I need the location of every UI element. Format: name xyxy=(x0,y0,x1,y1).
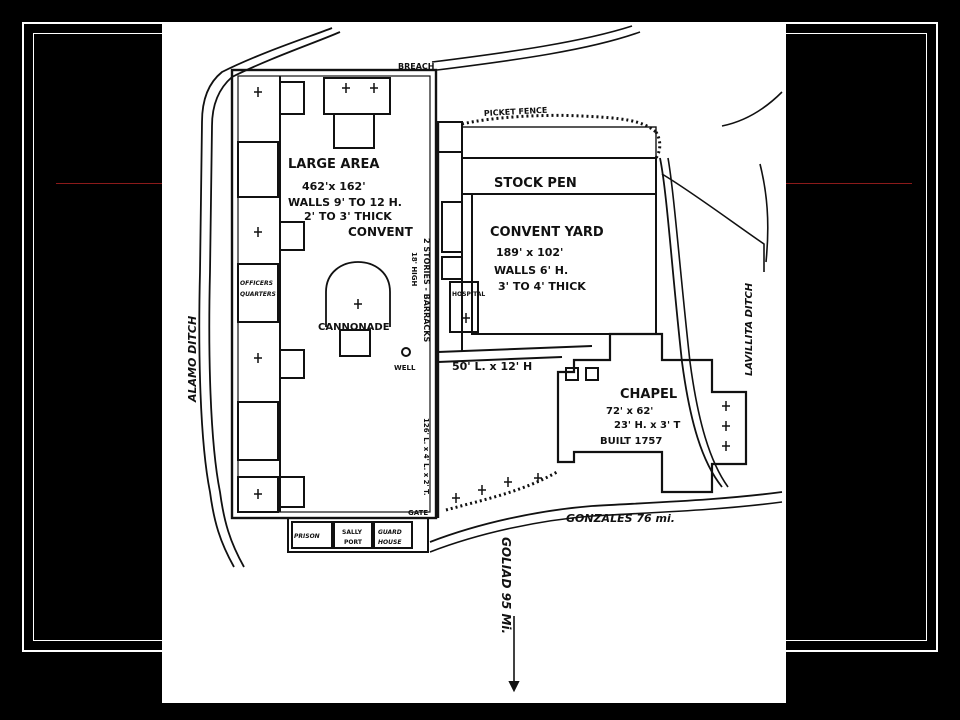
cannon-icon xyxy=(504,477,512,487)
prison-label: PRISON xyxy=(294,533,320,540)
large-area-label: LARGE AREA xyxy=(288,157,379,172)
alamo-map-drawing: BREACH PICKET FENCE LARGE AREA 462'x 162… xyxy=(186,25,783,693)
cannon-icon xyxy=(722,421,730,431)
stock-pen-label: STOCK PEN xyxy=(494,176,577,191)
cannon-icon xyxy=(478,485,486,495)
alamo-map-image: BREACH PICKET FENCE LARGE AREA 462'x 162… xyxy=(162,22,786,703)
wall-126-label: 126' L. x 4' L. x 2' T. xyxy=(422,418,430,495)
chapel-built: BUILT 1757 xyxy=(600,436,662,447)
chapel-label: CHAPEL xyxy=(620,387,677,402)
large-area-dims: 462'x 162' xyxy=(302,180,366,193)
chapel-walls: 23' H. x 3' T xyxy=(614,420,681,431)
convent-yard-thickness: 3' TO 4' THICK xyxy=(498,280,586,293)
picket-fence-label: PICKET FENCE xyxy=(484,106,548,118)
cannon-icon xyxy=(254,227,262,237)
cannon-icon xyxy=(254,489,262,499)
guard-house-label-2: HOUSE xyxy=(378,539,402,546)
cannon-icon xyxy=(254,353,262,363)
title-rule-left xyxy=(56,183,162,184)
large-area-walls: WALLS 9' TO 12 H. xyxy=(288,196,402,209)
breach-label: BREACH xyxy=(398,62,434,71)
officers-quarters-label-1: OFFICERS xyxy=(240,280,273,287)
cannon-icon xyxy=(254,87,262,97)
cannon-icon xyxy=(342,83,350,93)
convent-yard-dims: 189' x 102' xyxy=(496,246,563,259)
title-rule-right xyxy=(786,183,912,184)
convent-yard-label: CONVENT YARD xyxy=(490,225,604,240)
cannon-icon xyxy=(534,473,542,483)
cannon-icon xyxy=(370,83,378,93)
alamo-ditch-label: ALAMO DITCH xyxy=(186,316,199,403)
lavillita-ditch-label: LAVILLITA DITCH xyxy=(744,282,755,376)
cannon-icon xyxy=(722,441,730,451)
large-area-thickness: 2' TO 3' THICK xyxy=(304,210,392,223)
gate-label: GATE xyxy=(408,509,428,517)
wall-50-label: 50' L. x 12' H xyxy=(452,360,532,373)
long-barracks-height: 18' HIGH xyxy=(410,252,418,287)
convent-label: CONVENT xyxy=(348,225,414,239)
cannon-icon xyxy=(462,313,470,323)
cannon-icon xyxy=(452,493,460,503)
sally-port-label-2: PORT xyxy=(344,539,363,546)
gonzales-label: GONZALES 76 mi. xyxy=(566,512,675,525)
long-barracks-label: 2 STORIES - BARRACKS xyxy=(422,238,431,342)
cannon-icon xyxy=(354,299,362,309)
officers-quarters-label-2: QUARTERS xyxy=(240,291,276,298)
well-label: WELL xyxy=(394,364,416,372)
chapel-dims: 72' x 62' xyxy=(606,406,653,417)
convent-yard-walls: WALLS 6' H. xyxy=(494,264,568,277)
sally-port-label-1: SALLY xyxy=(342,529,363,536)
cannonade-label: CANNONADE xyxy=(318,322,390,333)
goliad-label: GOLIAD 95 Mi. xyxy=(499,537,513,634)
hospital-label: HOSPITAL xyxy=(452,291,485,298)
cannon-icon xyxy=(722,401,730,411)
guard-house-label-1: GUARD xyxy=(378,529,402,536)
